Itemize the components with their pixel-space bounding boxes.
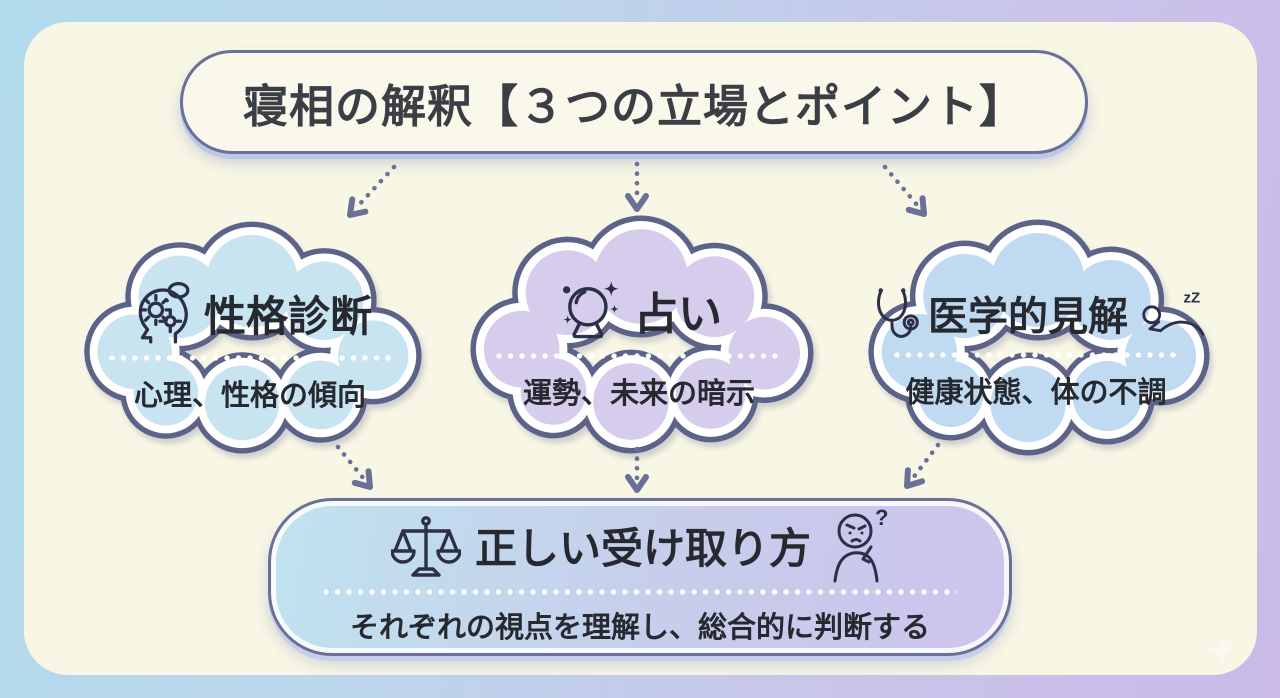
cloud-personality: 性格診断 心理、性格の傾向 [74, 226, 426, 454]
cloud-fortune: 占い 運勢、未来の暗示 [460, 220, 818, 454]
dotted-divider [109, 355, 391, 361]
head-gears-icon [138, 281, 190, 344]
dotted-divider [893, 352, 1179, 358]
conclusion-title: 正しい受け取り方 [474, 525, 811, 572]
dotted-divider [322, 588, 958, 595]
cloud-medical: 医学的見解 zZ 健康状態、体の不調 [858, 224, 1214, 456]
conclusion-banner: 正しい受け取り方 ? それぞれの視点を理解し、総合的に判断する [268, 498, 1012, 656]
sleeping-person-icon: zZ [1142, 289, 1205, 336]
main-title-banner: 寝相の解釈【３つの立場とポイント】 [180, 50, 1088, 154]
crystal-ball-icon [563, 281, 619, 339]
sparkle-watermark-icon [1208, 636, 1236, 664]
balance-scale-icon [390, 515, 461, 577]
question-mark-text: ? [875, 509, 888, 530]
dotted-divider [495, 353, 783, 359]
cloud-fortune-title: 占い [634, 290, 722, 339]
conclusion-subtitle: それぞれの視点を理解し、総合的に判断する [349, 611, 930, 644]
thinking-person-icon: ? [833, 509, 888, 582]
page-title: 寝相の解釈【３つの立場とポイント】 [242, 80, 1025, 132]
cloud-personality-title: 性格診断 [203, 292, 372, 340]
cloud-medical-subtitle: 健康状態、体の不調 [905, 377, 1167, 409]
stethoscope-icon [877, 288, 919, 338]
cloud-personality-subtitle: 心理、性格の傾向 [133, 380, 366, 412]
cloud-medical-title: 医学的見解 [928, 295, 1128, 339]
sleep-zz-text: zZ [1183, 289, 1200, 306]
cloud-fortune-subtitle: 運勢、未来の暗示 [522, 378, 755, 410]
